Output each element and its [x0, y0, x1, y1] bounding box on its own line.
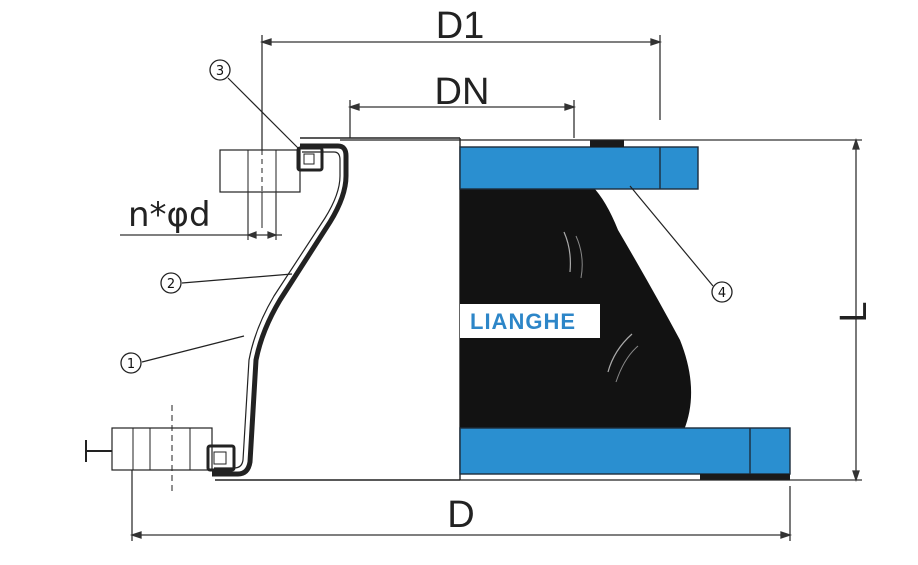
dimension-dn-label: DN — [435, 71, 490, 113]
dimension-d1-label: D1 — [436, 5, 485, 47]
callout-4-label: 4 — [718, 286, 726, 301]
top-flange — [459, 146, 699, 190]
callout-2: 2 — [160, 272, 293, 294]
callout-1-label: 1 — [127, 357, 135, 372]
callout-2-label: 2 — [167, 277, 175, 292]
callout-1: 1 — [120, 335, 245, 374]
right-external-view — [340, 139, 791, 481]
logo-background — [460, 304, 600, 338]
callout-3: 3 — [209, 59, 301, 151]
dimension-l — [624, 137, 862, 483]
left-section-view — [85, 137, 461, 495]
callout-4: 4 — [629, 185, 733, 303]
logo-text: LIANGHE — [470, 309, 576, 334]
dimension-l-label: L — [833, 301, 875, 322]
bolt-hole-dimension — [120, 192, 282, 240]
callout-3-label: 3 — [216, 64, 224, 79]
bolt-hole-label: n*φd — [128, 195, 211, 235]
dimension-dn — [347, 100, 577, 138]
dimension-d — [129, 470, 793, 541]
dimension-d1 — [259, 35, 663, 150]
bottom-flange — [459, 427, 791, 475]
dimension-d-label: D — [447, 494, 474, 536]
